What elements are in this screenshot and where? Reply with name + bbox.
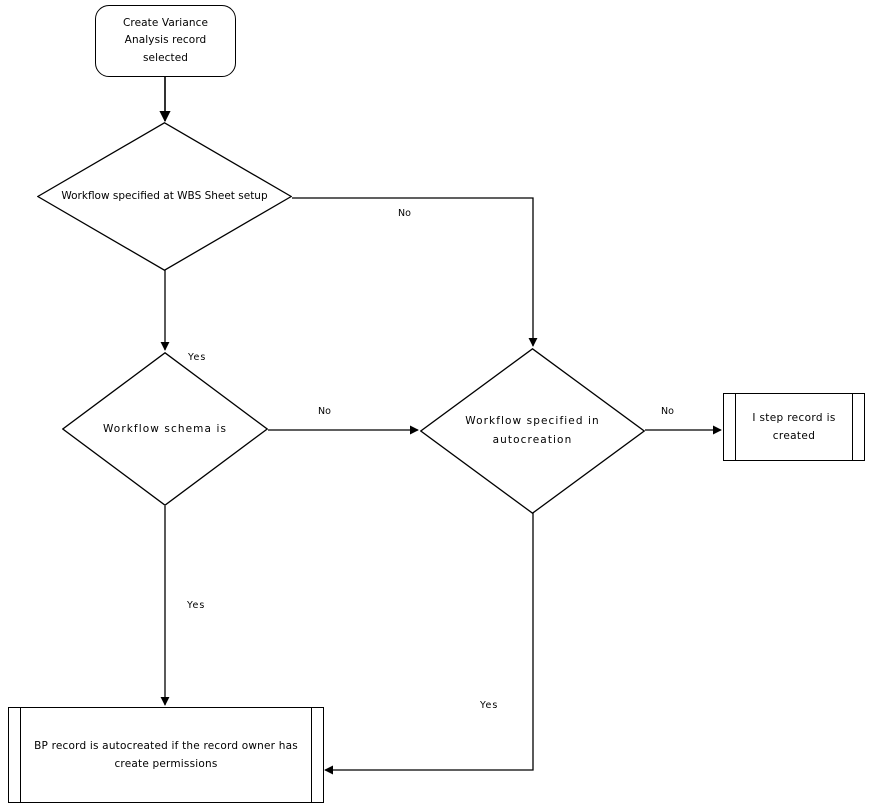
edge-label-autocreation-no: No	[661, 406, 674, 417]
subroutine-right-bar	[852, 394, 853, 460]
edge-label-wbs-no: No	[398, 208, 411, 219]
subroutine-left-bar	[735, 394, 736, 460]
node-decision-schema-label: Workflow schema is	[102, 422, 228, 435]
node-decision-wbs-label: Workflow specified at WBS Sheet setup	[61, 190, 268, 203]
edge-label-wbs-yes: Yes	[188, 352, 207, 363]
node-start-label: Create Variance Analysis record selected	[122, 17, 209, 64]
node-process-bp-record-autocreated[interactable]: BP record is autocreated if the record o…	[8, 707, 324, 803]
node-start-create-variance-analysis[interactable]: Create Variance Analysis record selected	[95, 5, 236, 77]
node-decision-autocreation-label: Workflow specified in autocreation	[465, 415, 600, 446]
subroutine-right-bar	[311, 708, 312, 802]
diamond-shape-icon	[420, 348, 645, 514]
edge-label-schema-yes: Yes	[187, 600, 206, 611]
node-process-step-record-label: I step record is created	[752, 411, 836, 442]
node-process-bp-record-label: BP record is autocreated if the record o…	[34, 739, 298, 770]
node-decision-workflow-autocreation[interactable]: Workflow specified in autocreation	[420, 348, 645, 514]
subroutine-left-bar	[20, 708, 21, 802]
node-decision-workflow-wbs-sheet-setup[interactable]: Workflow specified at WBS Sheet setup	[37, 122, 292, 271]
connector-wbs-no	[292, 197, 538, 347]
connector-autocreation-yes	[324, 513, 534, 775]
diamond-shape-icon	[37, 122, 292, 271]
node-process-step-record-created[interactable]: I step record is created	[723, 393, 865, 461]
edge-label-autocreation-yes: Yes	[480, 700, 499, 711]
node-decision-workflow-schema[interactable]: Workflow schema is	[62, 352, 268, 506]
diamond-shape-icon	[62, 352, 268, 506]
edge-label-schema-no: No	[318, 406, 331, 417]
